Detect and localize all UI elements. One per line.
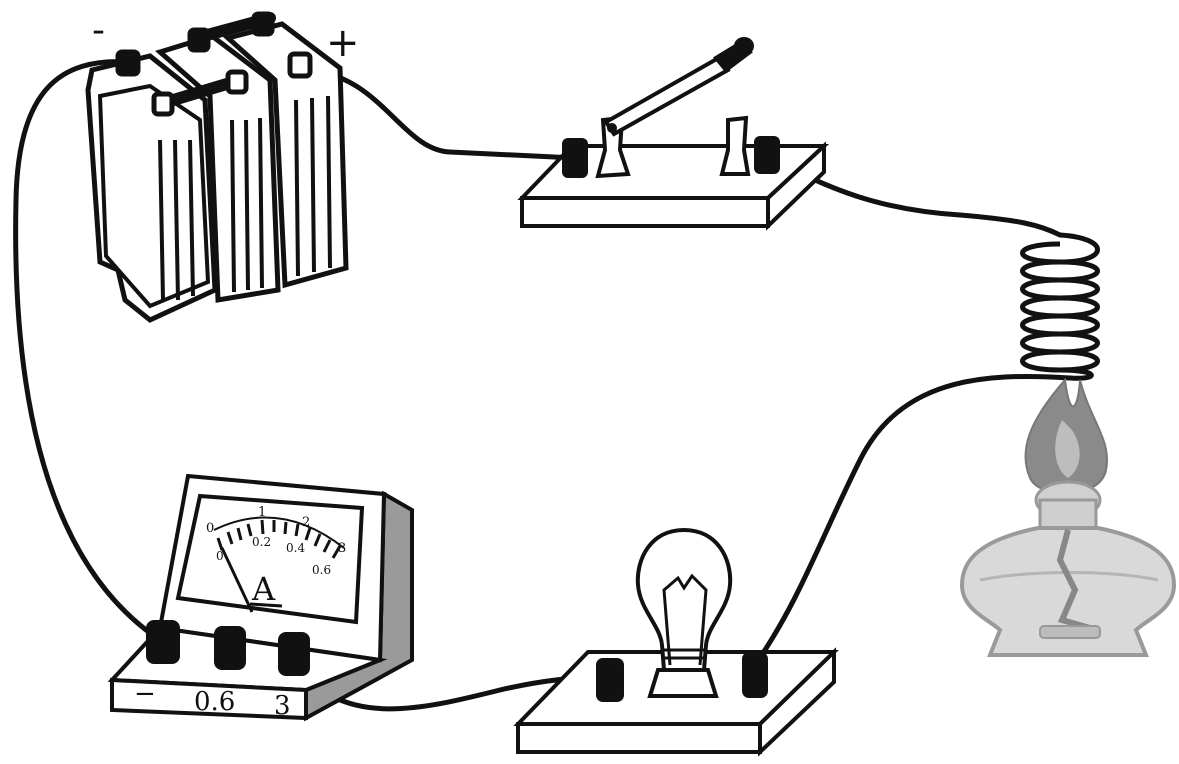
scale-top-1: 1: [258, 505, 266, 520]
knife-switch[interactable]: [517, 37, 830, 231]
battery-cell-1-plates: [158, 139, 195, 301]
wire-coil-to-bulb: [752, 373, 1073, 668]
alcohol-lamp: [959, 377, 1177, 657]
battery-negative-post: [115, 49, 141, 77]
lamp-wick: [1056, 529, 1091, 631]
switch-jaw: [719, 115, 751, 176]
scale-bottom-0-6: 0.6: [312, 563, 331, 577]
terminal-label-0-6: 0.6: [194, 687, 235, 717]
scale-top-3: 3: [338, 541, 346, 556]
ammeter-needle: [220, 547, 254, 613]
ammeter-terminal-3: [278, 632, 310, 676]
ammeter-terminal-0-6: [214, 626, 246, 670]
battery-cell-2-plates: [230, 117, 264, 293]
scale-bottom-0: 0: [216, 549, 224, 563]
scale-bottom-0-4: 0.4: [286, 541, 305, 555]
ammeter-ticks: [216, 519, 342, 559]
battery-pack: [85, 11, 349, 323]
switch-left-terminal: [562, 138, 588, 178]
ammeter-unit-label: A: [251, 570, 276, 608]
bulb-left-terminal: [596, 658, 624, 702]
light-bulb: [513, 527, 839, 757]
terminal-label-3: 3: [274, 691, 291, 721]
battery-cell-3: [222, 21, 349, 289]
scale-bottom-0-2: 0.2: [252, 535, 271, 549]
switch-blade: [603, 53, 731, 137]
battery-positive-post: [287, 51, 313, 79]
battery-positive-label: +: [326, 20, 360, 66]
bulb-glass: [635, 527, 733, 672]
battery-cell-3-plates: [294, 95, 332, 277]
scale-top-0: 0: [206, 521, 214, 536]
ammeter-terminal-negative: [146, 620, 180, 664]
lamp-body: [959, 526, 1177, 657]
scale-top-2: 2: [302, 515, 310, 530]
ammeter: [107, 473, 414, 722]
bulb-socket: [647, 668, 719, 698]
ammeter-dial-window: [175, 493, 365, 625]
switch-right-terminal: [754, 136, 780, 174]
bulb-filament: [662, 573, 708, 666]
wire-battery-to-ammeter: [13, 59, 163, 643]
terminal-label-negative: −: [134, 679, 156, 709]
ammeter-labels: 0 1 2 3 0 0.2 0.4 0.6 A − 0.6 3: [134, 505, 346, 721]
heating-coil: [1020, 232, 1100, 381]
battery-negative-label: -: [92, 10, 105, 51]
bulb-right-terminal: [742, 652, 768, 698]
